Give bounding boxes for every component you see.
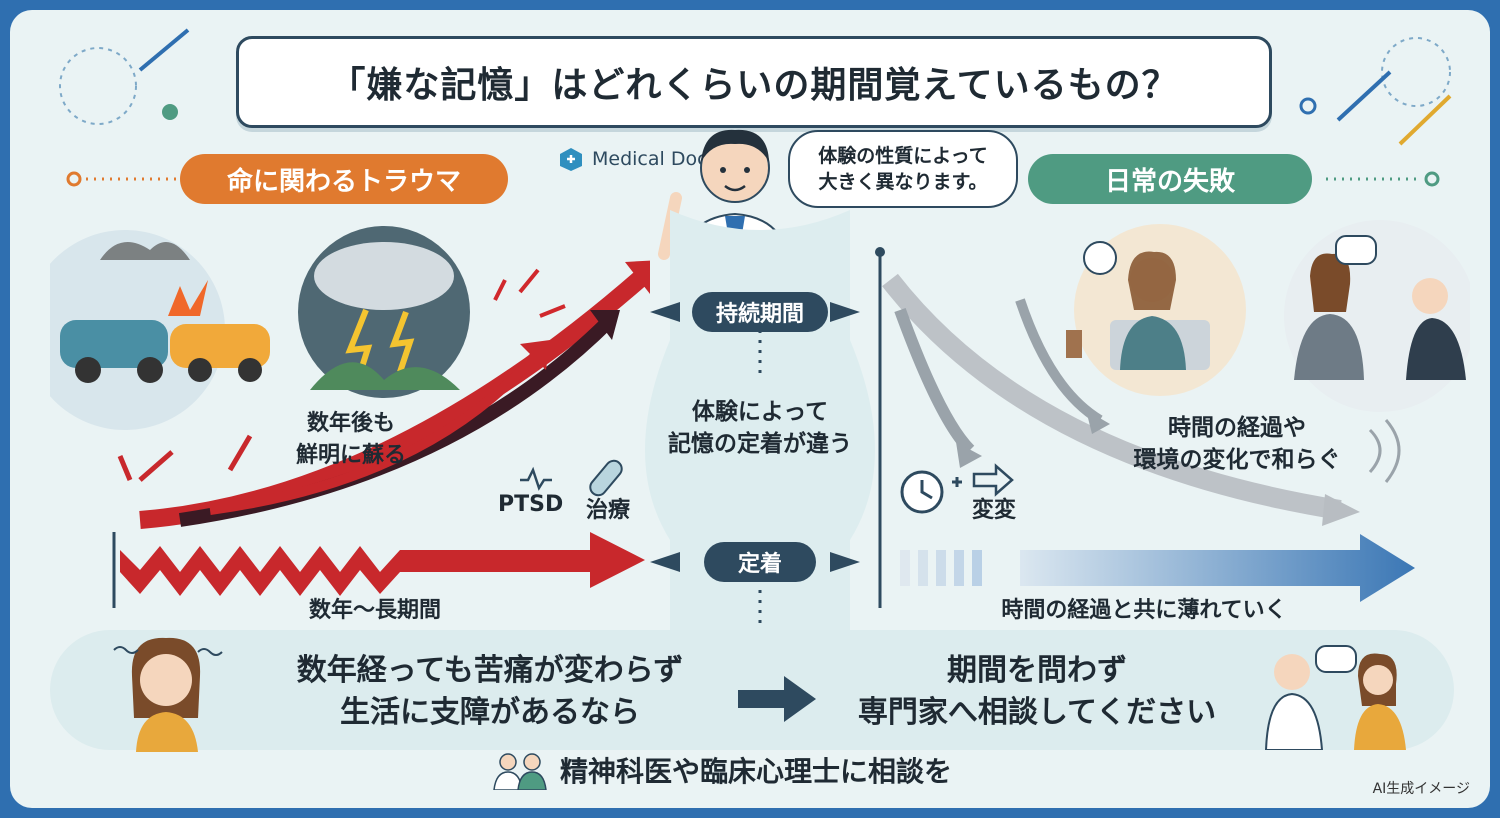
- fade-caption: 時間の経過と共に薄れていく: [1001, 598, 1287, 623]
- advice-text: 期間を問わず 専門家へ相談してください: [822, 650, 1252, 734]
- condition-line-1: 数年経っても苦痛が変わらず: [296, 653, 684, 688]
- daily-failure-header: 日常の失敗: [1028, 154, 1312, 204]
- consultation-illustration: [1264, 645, 1406, 750]
- vivid-caption: 数年後も 鮮明に蘇る: [266, 408, 436, 472]
- fixation-label: 定着: [704, 542, 816, 582]
- decoration-layer: [59, 28, 1452, 187]
- daily-graphics: [875, 220, 1470, 608]
- center-text: 体験によって 記憶の定着が違う: [644, 396, 876, 460]
- center-text-line-2: 記憶の定着が違う: [668, 431, 852, 457]
- soften-caption: 時間の経過や 環境の変化で和らぐ: [1102, 412, 1372, 476]
- duration-label: 持続期間: [692, 292, 828, 332]
- soften-caption-line-2: 環境の変化で和らぐ: [1133, 447, 1341, 473]
- infographic-frame: 「嫌な記憶」はどれくらいの期間覚えているもの？ Medical Doc 命に関わ…: [10, 10, 1490, 808]
- specialists-icon: [493, 753, 547, 790]
- duration-caption: 数年〜長期間: [308, 598, 441, 623]
- center-text-line-1: 体験によって: [691, 399, 829, 425]
- footer-text: 精神科医や臨床心理士に相談を: [560, 755, 953, 788]
- logo-text: Medical Doc: [592, 148, 708, 170]
- condition-line-2: 生活に支障があるなら: [340, 695, 640, 730]
- medical-doc-logo: Medical Doc: [558, 146, 708, 172]
- doctor-speech-bubble: 体験の性質によって 大きく異なります。: [788, 130, 1018, 208]
- advice-line-1: 期間を問わず: [947, 653, 1127, 688]
- arrow-right-icon: [738, 676, 816, 722]
- trauma-graphics: [50, 226, 650, 608]
- soften-caption-line-1: 時間の経過や: [1168, 415, 1306, 441]
- speech-line-2: 大きく異なります。: [818, 171, 988, 193]
- ai-generated-note: AI生成イメージ: [1372, 781, 1470, 797]
- advice-line-2: 専門家へ相談してください: [857, 695, 1217, 730]
- vivid-caption-line-2: 鮮明に蘇る: [295, 443, 406, 468]
- speech-line-1: 体験の性質によって: [818, 145, 988, 167]
- vivid-caption-line-1: 数年後も: [306, 411, 395, 436]
- title-box: 「嫌な記憶」はどれくらいの期間覚えているもの？: [236, 36, 1272, 128]
- change-label: 変変: [972, 498, 1017, 523]
- ptsd-tag: PTSD: [498, 492, 564, 517]
- condition-text: 数年経っても苦痛が変わらず 生活に支障があるなら: [250, 650, 730, 734]
- trauma-header: 命に関わるトラウマ: [180, 154, 508, 204]
- distressed-woman-illustration: [113, 637, 223, 752]
- page-title: 「嫌な記憶」はどれくらいの期間覚えているもの？: [329, 65, 1179, 106]
- footer: 精神科医や臨床心理士に相談を: [490, 750, 952, 790]
- treatment-tag: 治療: [586, 498, 631, 523]
- logo-icon: [560, 148, 582, 171]
